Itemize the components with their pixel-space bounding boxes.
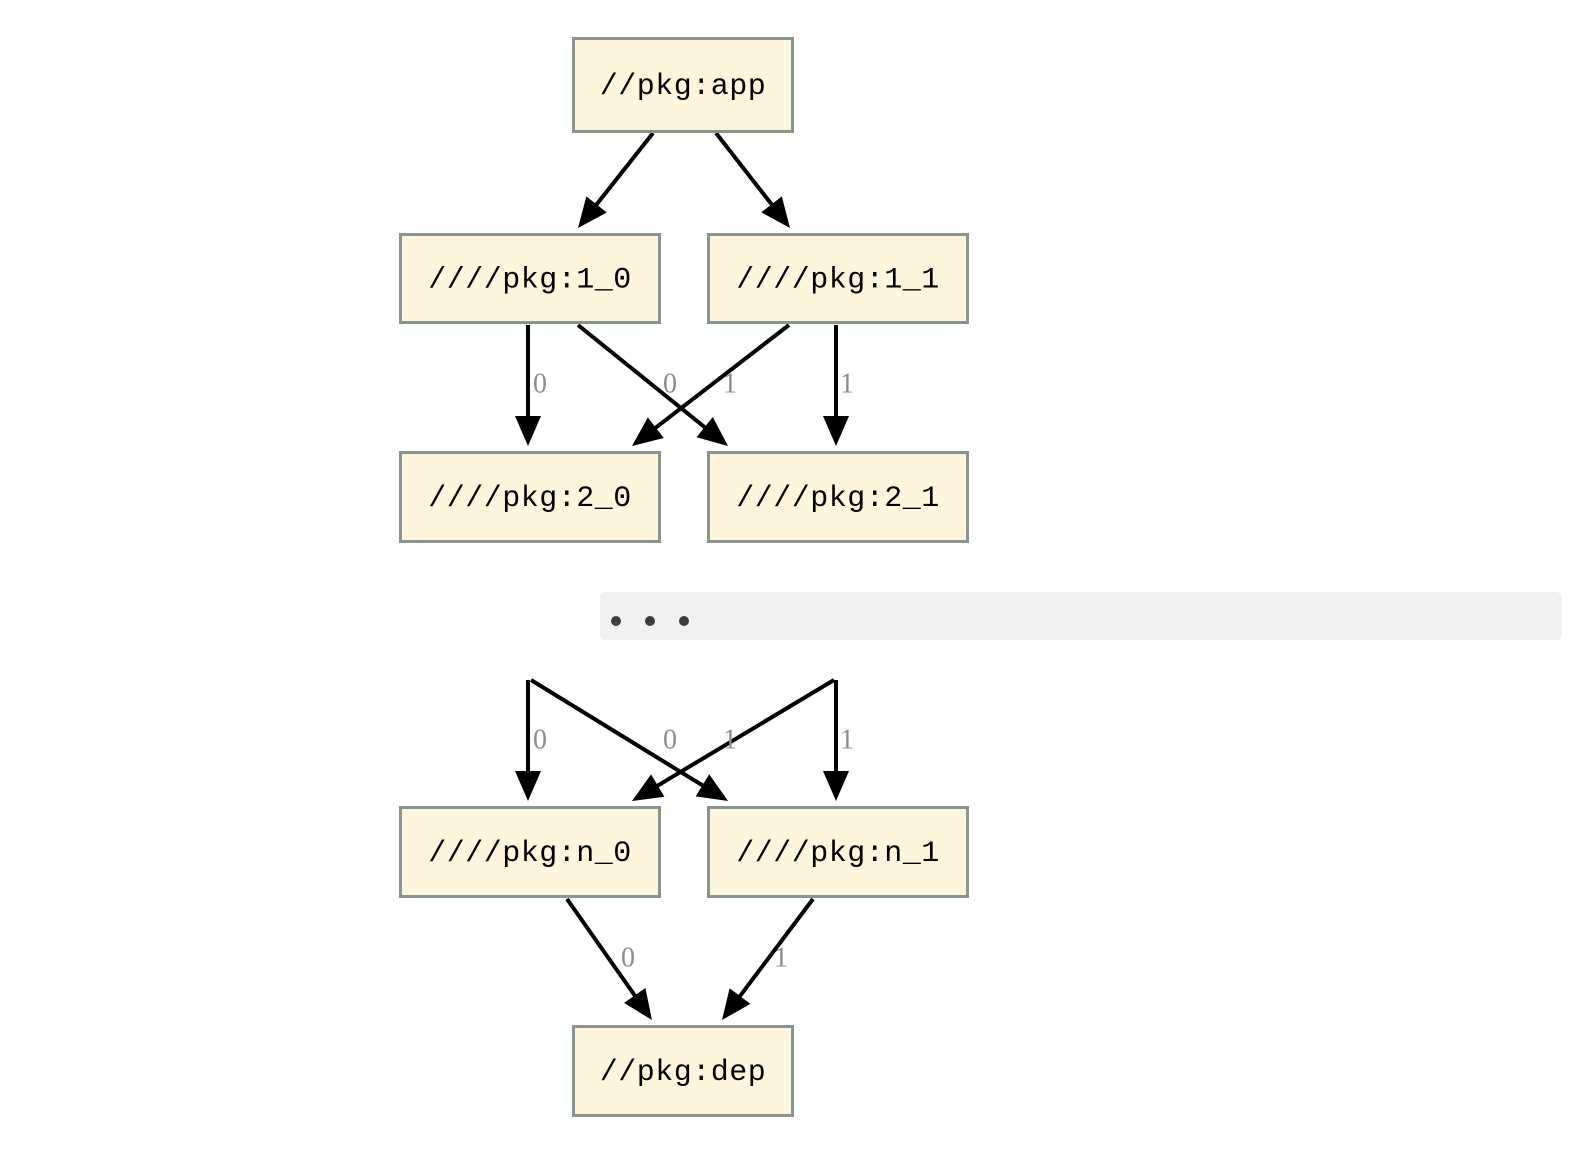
node-label: //pkg:dep bbox=[600, 1056, 767, 1090]
arrowhead-icon bbox=[624, 987, 652, 1020]
node-l2_0[interactable]: ////pkg:2_0 bbox=[399, 451, 661, 543]
node-box[interactable] bbox=[707, 233, 969, 324]
node-label: ////pkg:n_1 bbox=[736, 837, 940, 871]
edge-upper-to-ln_1 bbox=[529, 678, 709, 791]
edge-label: 1 bbox=[840, 724, 854, 755]
arrowhead-icon bbox=[722, 988, 751, 1020]
edge-label: 0 bbox=[621, 942, 635, 973]
edge-label: 0 bbox=[663, 368, 677, 399]
ellipsis-dot-0 bbox=[611, 616, 621, 626]
edge-label: 1 bbox=[774, 942, 788, 973]
edge-label: 1 bbox=[840, 368, 854, 399]
node-app[interactable]: //pkg:app bbox=[572, 37, 794, 133]
node-l2_1[interactable]: ////pkg:2_1 bbox=[707, 451, 969, 543]
edge-upper-to-ln_0 bbox=[651, 678, 836, 791]
node-box[interactable] bbox=[572, 37, 794, 133]
node-dep[interactable]: //pkg:dep bbox=[572, 1025, 794, 1117]
edge-labels-group: 0 0 1 1 0 0 1 1 0 1 bbox=[533, 368, 854, 973]
arrowhead-icon bbox=[823, 771, 849, 801]
node-label: ////pkg:1_0 bbox=[428, 263, 632, 297]
edge-ln_0-to-dep bbox=[565, 897, 640, 1002]
nodes-group: //pkg:app ////pkg:1_0 ////pkg:1_1 ////pkg:2… bbox=[399, 37, 969, 1117]
arrowhead-icon bbox=[515, 416, 541, 446]
node-box[interactable] bbox=[707, 451, 969, 543]
node-box[interactable] bbox=[572, 1025, 794, 1117]
node-box[interactable] bbox=[399, 233, 661, 324]
ellipsis-separator bbox=[600, 592, 1562, 640]
node-ln_1[interactable]: ////pkg:n_1 bbox=[707, 806, 969, 898]
edge-ln_1-to-dep bbox=[734, 897, 815, 1003]
separator-band bbox=[600, 592, 1562, 640]
edges-group bbox=[515, 131, 849, 1020]
arrowhead-icon bbox=[578, 196, 607, 228]
edge-label: 1 bbox=[723, 368, 737, 399]
arrowhead-icon bbox=[632, 774, 665, 801]
arrowhead-icon bbox=[823, 416, 849, 446]
edge-label: 0 bbox=[533, 724, 547, 755]
arrowhead-icon bbox=[515, 771, 541, 801]
arrowhead-icon bbox=[761, 196, 790, 228]
arrowhead-icon bbox=[696, 417, 728, 446]
ellipsis-dot-2 bbox=[679, 616, 689, 626]
arrowhead-icon bbox=[695, 774, 728, 801]
node-l1_1[interactable]: ////pkg:1_1 bbox=[707, 233, 969, 324]
edge-label: 0 bbox=[663, 724, 677, 755]
edge-app-to-l1_0 bbox=[591, 131, 655, 211]
ellipsis-dot-1 bbox=[645, 616, 655, 626]
node-ln_0[interactable]: ////pkg:n_0 bbox=[399, 806, 661, 898]
edge-app-to-l1_1 bbox=[714, 131, 777, 211]
node-box[interactable] bbox=[399, 806, 661, 898]
edge-l1_0-to-l2_1 bbox=[576, 323, 711, 433]
node-label: //pkg:app bbox=[600, 70, 767, 104]
edge-l1_1-to-l2_0 bbox=[649, 323, 791, 433]
node-label: ////pkg:2_0 bbox=[428, 482, 632, 516]
node-label: ////pkg:1_1 bbox=[736, 263, 940, 297]
edge-label: 1 bbox=[723, 724, 737, 755]
node-box[interactable] bbox=[707, 806, 969, 898]
edge-label: 0 bbox=[533, 368, 547, 399]
arrowhead-icon bbox=[632, 417, 664, 446]
node-box[interactable] bbox=[399, 451, 661, 543]
node-label: ////pkg:n_0 bbox=[428, 837, 632, 871]
node-label: ////pkg:2_1 bbox=[736, 482, 940, 516]
node-l1_0[interactable]: ////pkg:1_0 bbox=[399, 233, 661, 324]
